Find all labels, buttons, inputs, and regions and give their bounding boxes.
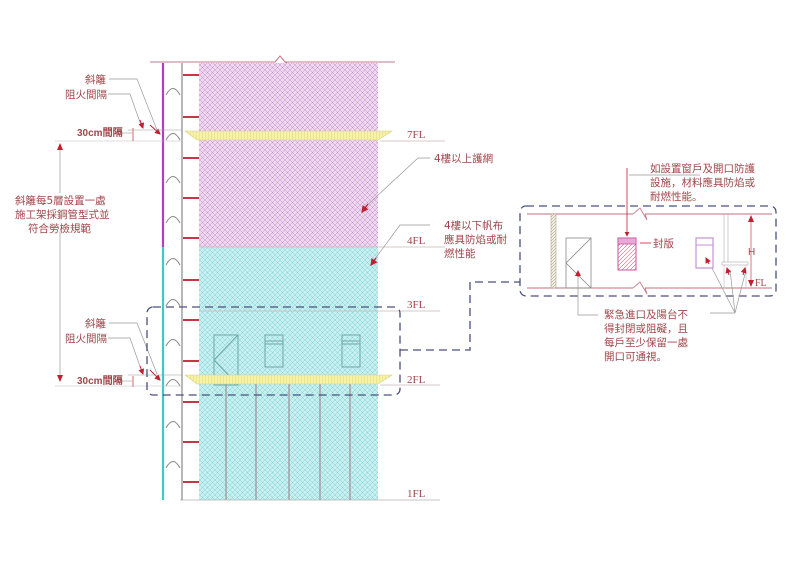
floor-label-1fl: 1FL bbox=[407, 488, 426, 500]
left-annotation-lower: 斜籬 阻火間隔 30cm間隔 bbox=[55, 317, 182, 387]
window-outline bbox=[264, 334, 284, 368]
wall-section bbox=[550, 213, 557, 289]
wall-ties bbox=[183, 74, 199, 483]
spec-line-2: 施工架採鋼管型式並 bbox=[15, 208, 110, 221]
seal-label: 封版 bbox=[653, 237, 674, 250]
gap-30cm-label: 30cm間隔 bbox=[77, 127, 123, 139]
building-facade bbox=[150, 55, 445, 501]
upper-net-label: 4樓以上護網 bbox=[434, 152, 493, 165]
detail-view: 封版 H FL 如設置窗戶及開口防護 設施，材料應具防焰或 耐燃性能。 緊急進口… bbox=[527, 162, 772, 363]
scaffold-spec-note: 斜籬每5層設置一處 施工架採鋼管型式並 符合勞檢規範 bbox=[10, 193, 110, 235]
gap-30cm-label: 30cm間隔 bbox=[77, 375, 123, 387]
floor-label-3fl: 3FL bbox=[407, 299, 426, 311]
note-bottom-line-4: 開口可通視。 bbox=[604, 350, 667, 363]
scaffolding bbox=[161, 63, 199, 500]
note-top-line-2: 設施，材料應具防焰或 bbox=[650, 176, 755, 189]
detail-connector bbox=[146, 205, 777, 396]
left-annotation-upper: 斜籬 阻火間隔 30cm間隔 bbox=[55, 73, 182, 142]
lower-canvas-line-2: 應具防焰或耐 bbox=[444, 233, 507, 246]
window-outline bbox=[341, 334, 361, 368]
facade-openings bbox=[213, 334, 361, 386]
floor-label-2fl: 2FL bbox=[407, 374, 426, 386]
frame-arches bbox=[165, 88, 181, 469]
spec-line-1: 斜籬每5層設置一處 bbox=[15, 194, 106, 207]
catch-platform-lower bbox=[184, 374, 394, 385]
note-top-line-1: 如設置窗戶及開口防護 bbox=[650, 162, 755, 175]
slant-label: 斜籬 bbox=[85, 317, 106, 330]
slant-label: 斜籬 bbox=[85, 73, 106, 86]
callout-upper-net: 4樓以上護網 bbox=[361, 152, 493, 213]
note-bottom-line-2: 得封閉或阻礙，且 bbox=[604, 322, 688, 335]
lower-canvas-line-3: 燃性能 bbox=[444, 247, 476, 260]
height-label: H bbox=[748, 247, 755, 258]
roof-break-line bbox=[150, 55, 395, 69]
note-top-line-3: 耐燃性能。 bbox=[650, 190, 703, 203]
note-bottom-line-1: 緊急進口及陽台不 bbox=[604, 308, 688, 321]
fire-gap-label: 阻火間隔 bbox=[65, 89, 107, 101]
lower-canvas-line-1: 4樓以下帆布 bbox=[444, 219, 503, 232]
detail-box bbox=[519, 205, 777, 297]
catch-platform-upper bbox=[184, 130, 394, 141]
window-frame bbox=[695, 237, 714, 269]
fire-gap-label: 阻火間隔 bbox=[65, 333, 107, 345]
upper-protective-net bbox=[199, 63, 378, 247]
floor-label-7fl: 7FL bbox=[407, 129, 426, 141]
floor-label-4fl: 4FL bbox=[407, 235, 426, 247]
fl-label: FL bbox=[755, 278, 767, 289]
highlight-box bbox=[146, 306, 401, 396]
note-bottom-line-3: 每戶至少保留一處 bbox=[604, 336, 688, 349]
emergency-door bbox=[565, 237, 592, 289]
spec-line-3: 符合勞檢規範 bbox=[28, 222, 91, 235]
callout-lower-canvas: 4樓以下帆布 應具防焰或耐 燃性能 bbox=[370, 219, 507, 266]
canvas-columns bbox=[225, 384, 351, 500]
